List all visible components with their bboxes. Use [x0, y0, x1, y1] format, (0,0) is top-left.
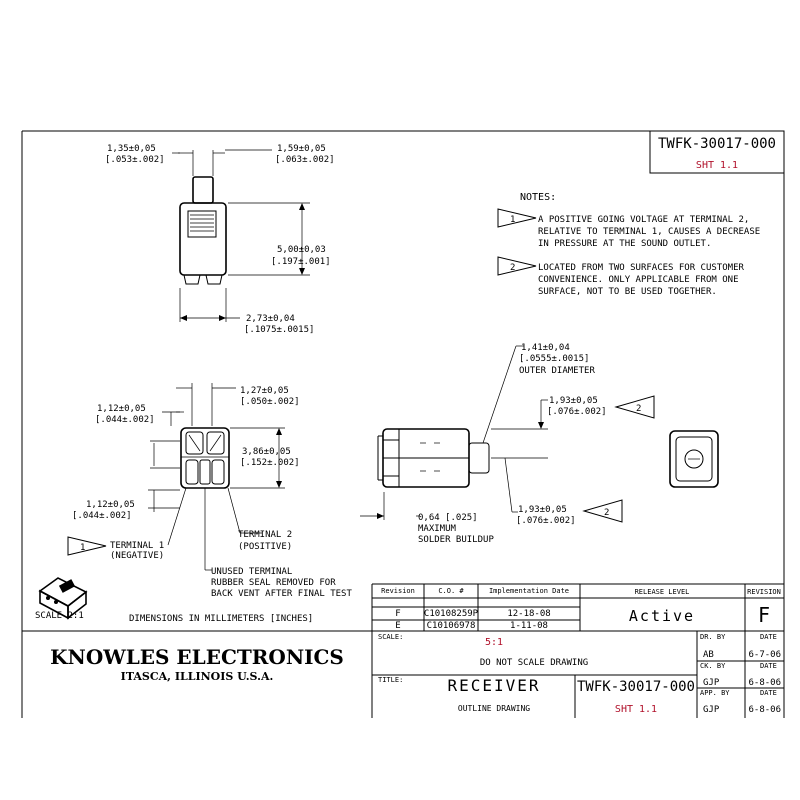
note1-line1: A POSITIVE GOING VOLTAGE AT TERMINAL 2, [538, 215, 749, 225]
note2-line3: SURFACE, NOT TO BE USED TOGETHER. [538, 287, 717, 297]
note2-flag [497, 256, 537, 276]
dim-4-in: [.1075±.0015] [244, 325, 314, 335]
dim-12-value: 0,64 [.025] [418, 513, 478, 523]
dim-4-mm: 2,73±0,04 [246, 314, 295, 324]
dim-9-mm: 1,41±0,04 [521, 343, 570, 353]
front-view [148, 383, 285, 571]
rev-row1-co: C10108259P [424, 609, 479, 619]
units-note: DIMENSIONS IN MILLIMETERS [INCHES] [129, 614, 313, 624]
revision-label: REVISION [747, 588, 781, 596]
revision-value: F [758, 603, 770, 627]
dr-by-label: DR. BY [700, 633, 726, 641]
dim-3-mm: 5,00±0,03 [277, 245, 326, 255]
dim-1-mm: 1,35±0,05 [107, 144, 156, 154]
rev-row2-co: C10106978 [427, 621, 476, 631]
dim-9-in: [.0555±.0015] [519, 354, 589, 364]
dim-11-mm: 1,93±0,05 [518, 505, 567, 515]
drawing-subtitle: OUTLINE DRAWING [458, 704, 530, 713]
dim-10-mm: 1,93±0,05 [549, 396, 598, 406]
dr-date-value: 6-7-06 [748, 650, 781, 660]
revision-block [371, 583, 784, 718]
title-label: TITLE: [378, 676, 403, 684]
unused-terminal-line2: RUBBER SEAL REMOVED FOR [211, 578, 336, 588]
release-level-value: Active [629, 607, 695, 625]
rev-header-date: Implementation Date [489, 587, 569, 595]
ck-date-value: 6-8-06 [748, 678, 781, 688]
app-by-label: APP. BY [700, 689, 730, 697]
terminal-1-flag [67, 536, 107, 556]
dim-9-note: OUTER DIAMETER [519, 366, 595, 376]
dim-1-in: [.053±.002] [105, 155, 165, 165]
scale-label: SCALE: [378, 633, 403, 641]
release-level-label: RELEASE LEVEL [635, 588, 690, 596]
terminal-2-polarity: (POSITIVE) [238, 542, 292, 552]
rev-header-revision: Revision [381, 587, 415, 595]
scale-value: 5:1 [485, 637, 503, 648]
dim-8-mm: 1,12±0,05 [86, 500, 135, 510]
dim-11-in: [.076±.002] [516, 516, 576, 526]
notes-heading: NOTES: [520, 192, 556, 203]
note1-flag [497, 208, 537, 228]
side-view [360, 345, 548, 520]
isometric-thumbnail [38, 577, 88, 620]
ck-by-label: CK. BY [700, 662, 726, 670]
company-name: KNOWLES ELECTRONICS [50, 645, 344, 669]
rev-row1-date: 12-18-08 [507, 609, 550, 619]
dim-10-flag [614, 395, 655, 419]
app-date-value: 6-8-06 [748, 705, 781, 715]
unused-terminal-line3: BACK VENT AFTER FINAL TEST [211, 589, 352, 599]
rev-header-co: C.O. # [438, 587, 464, 595]
terminal-1-flag-number: 1 [80, 543, 85, 553]
dr-date-label: DATE [760, 633, 777, 641]
dim-6-mm: 1,12±0,05 [97, 404, 146, 414]
dim-10-flag-number: 2 [636, 404, 641, 414]
scale-note: SCALE 2:1 [35, 611, 84, 621]
top-view [172, 149, 310, 322]
note2-line2: CONVENIENCE. ONLY APPLICABLE FROM ONE [538, 275, 738, 285]
rev-row2-revision: E [395, 621, 400, 631]
dim-6-in: [.044±.002] [95, 415, 155, 425]
dim-11-flag [582, 499, 623, 523]
note1-line3: IN PRESSURE AT THE SOUND OUTLET. [538, 239, 711, 249]
note1-flag-number: 1 [510, 215, 515, 225]
drawing-title: RECEIVER [447, 676, 540, 695]
dim-8-in: [.044±.002] [72, 511, 132, 521]
dim-3-in: [.197±.001] [271, 257, 331, 267]
rev-row2-date: 1-11-08 [510, 621, 548, 631]
rev-row1-revision: F [395, 609, 400, 619]
rear-view [669, 430, 719, 488]
app-by-value: GJP [703, 705, 720, 715]
ck-date-label: DATE [760, 662, 777, 670]
company-location: ITASCA, ILLINOIS U.S.A. [121, 670, 274, 683]
unused-terminal-line1: UNUSED TERMINAL [211, 567, 292, 577]
notes: NOTES: 1 A POSITIVE GOING VOLTAGE AT TER… [497, 192, 760, 297]
note2-line1: LOCATED FROM TWO SURFACES FOR CUSTOMER [538, 263, 744, 273]
sheet-top: SHT 1.1 [696, 160, 738, 171]
dim-12-line2: MAXIMUM [418, 524, 457, 534]
note1-line2: RELATIVE TO TERMINAL 1, CAUSES A DECREAS… [538, 227, 760, 237]
dim-10-in: [.076±.002] [547, 407, 607, 417]
terminal-2-label: TERMINAL 2 [238, 530, 292, 540]
note2-flag-number: 2 [510, 263, 515, 273]
dim-5-mm: 1,27±0,05 [240, 386, 289, 396]
dr-by-value: AB [703, 650, 714, 660]
sheet-bottom: SHT 1.1 [615, 704, 657, 715]
terminal-1-polarity: (NEGATIVE) [110, 551, 164, 561]
dim-5-in: [.050±.002] [240, 397, 300, 407]
dim-12-line3: SOLDER BUILDUP [418, 535, 494, 545]
terminal-1-label: TERMINAL 1 [110, 541, 164, 551]
ck-by-value: GJP [703, 678, 720, 688]
dim-7-in: [.152±.002] [240, 458, 300, 468]
title-block [22, 630, 784, 718]
part-number-top: TWFK-30017-000 [658, 136, 776, 152]
app-date-label: DATE [760, 689, 777, 697]
part-number-box: TWFK-30017-000 SHT 1.1 [649, 130, 785, 174]
dim-7-mm: 3,86±0,05 [242, 447, 291, 457]
do-not-scale: DO NOT SCALE DRAWING [480, 658, 588, 668]
dim-2-mm: 1,59±0,05 [277, 144, 326, 154]
part-number-bottom: TWFK-30017-000 [577, 679, 695, 695]
dim-2-in: [.063±.002] [275, 155, 335, 165]
dim-11-flag-number: 2 [604, 508, 609, 518]
